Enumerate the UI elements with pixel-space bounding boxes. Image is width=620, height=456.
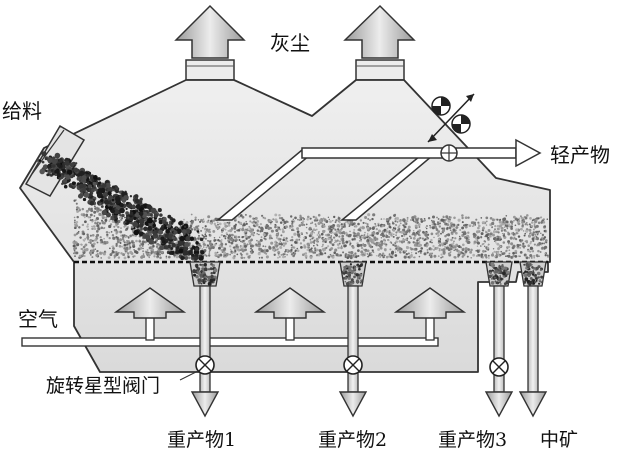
hopper-particles [192, 262, 544, 286]
light-product-duct [215, 138, 542, 221]
discharge-line-1 [190, 285, 220, 418]
light-product-arrow [515, 138, 542, 168]
discharge-line-3 [484, 285, 514, 418]
heavy-product-2-arrow [338, 391, 368, 418]
light-product-valve [440, 144, 458, 162]
label-rotary-valve: 旋转星型阀门 [46, 375, 160, 397]
label-air: 空气 [18, 307, 58, 331]
duct-collar-right [355, 59, 405, 81]
label-dust: 灰尘 [270, 31, 310, 55]
air-arrow-2 [253, 287, 327, 319]
duct-collar-left [185, 59, 235, 81]
air-arrow-3 [393, 287, 467, 319]
material-bed [37, 151, 550, 261]
label-heavy-product-3: 重产物3 [438, 429, 507, 451]
label-heavy-product-1: 重产物1 [167, 429, 236, 451]
air-arrow-1 [113, 287, 187, 319]
heavy-product-1-arrow [190, 391, 220, 418]
middlings-arrow [518, 391, 548, 418]
adjusting-rollers [427, 93, 475, 143]
label-light-product: 轻产物 [550, 143, 610, 167]
heavy-product-3-arrow [484, 391, 514, 418]
label-feed: 给料 [2, 99, 42, 123]
dust-outlet-right [343, 4, 416, 81]
dust-arrow-left [174, 4, 246, 59]
rotary-valve-leader [179, 370, 199, 381]
discharge-line-2 [338, 285, 368, 418]
discharge-line-middlings [518, 285, 548, 418]
dust-arrow-right [343, 4, 416, 59]
label-heavy-product-2: 重产物2 [318, 429, 387, 451]
air-supply-pipe [21, 307, 439, 347]
dust-outlet-left [174, 4, 246, 81]
label-middlings: 中矿 [540, 429, 578, 451]
